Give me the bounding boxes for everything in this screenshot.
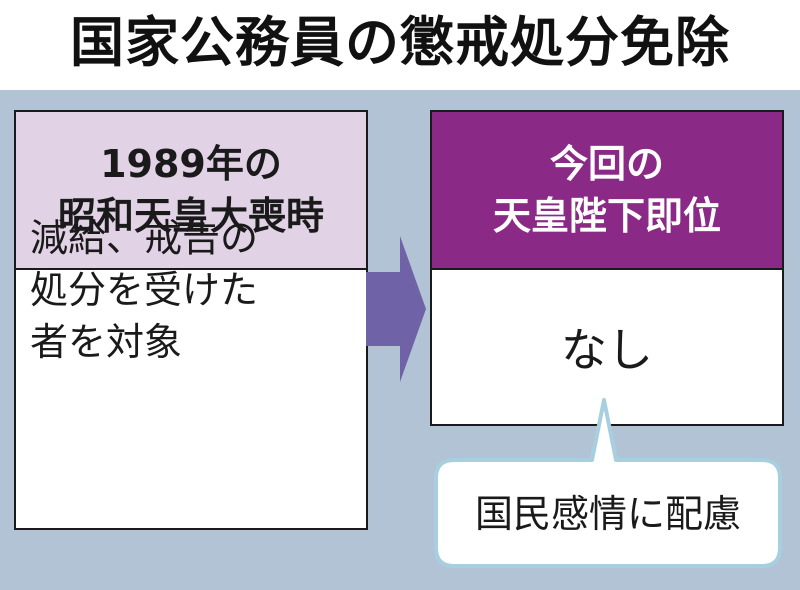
right-box-header: 今回の 天皇陛下即位 (432, 112, 782, 270)
left-box-header: 1989年の 昭和天皇大喪時 (16, 112, 366, 270)
right-box-current: 今回の 天皇陛下即位 なし (430, 110, 784, 426)
right-box-body: なし (561, 323, 653, 377)
left-header-line-1: 1989年の (100, 142, 282, 186)
diagram-title: 国家公務員の懲戒処分免除 (70, 11, 730, 74)
left-box-1989: 1989年の 昭和天皇大喪時 (14, 110, 368, 530)
left-body-line-3: 者を対象 (30, 320, 183, 364)
left-header-line-2: 昭和天皇大喪時 (57, 194, 324, 238)
left-body-line-1: 減給、戒告の (30, 216, 259, 260)
right-header-line-2: 天皇陛下即位 (492, 194, 721, 238)
speech-bubble (434, 398, 782, 568)
right-header-line-1: 今回の (549, 142, 664, 186)
callout-text: 国民感情に配慮 (474, 491, 741, 536)
left-body-line-2: 処分を受けた (30, 268, 259, 312)
right-arrow-icon (366, 236, 426, 382)
left-box-body: 減給、戒告の 処分を受けた 者を対象 (30, 212, 258, 368)
